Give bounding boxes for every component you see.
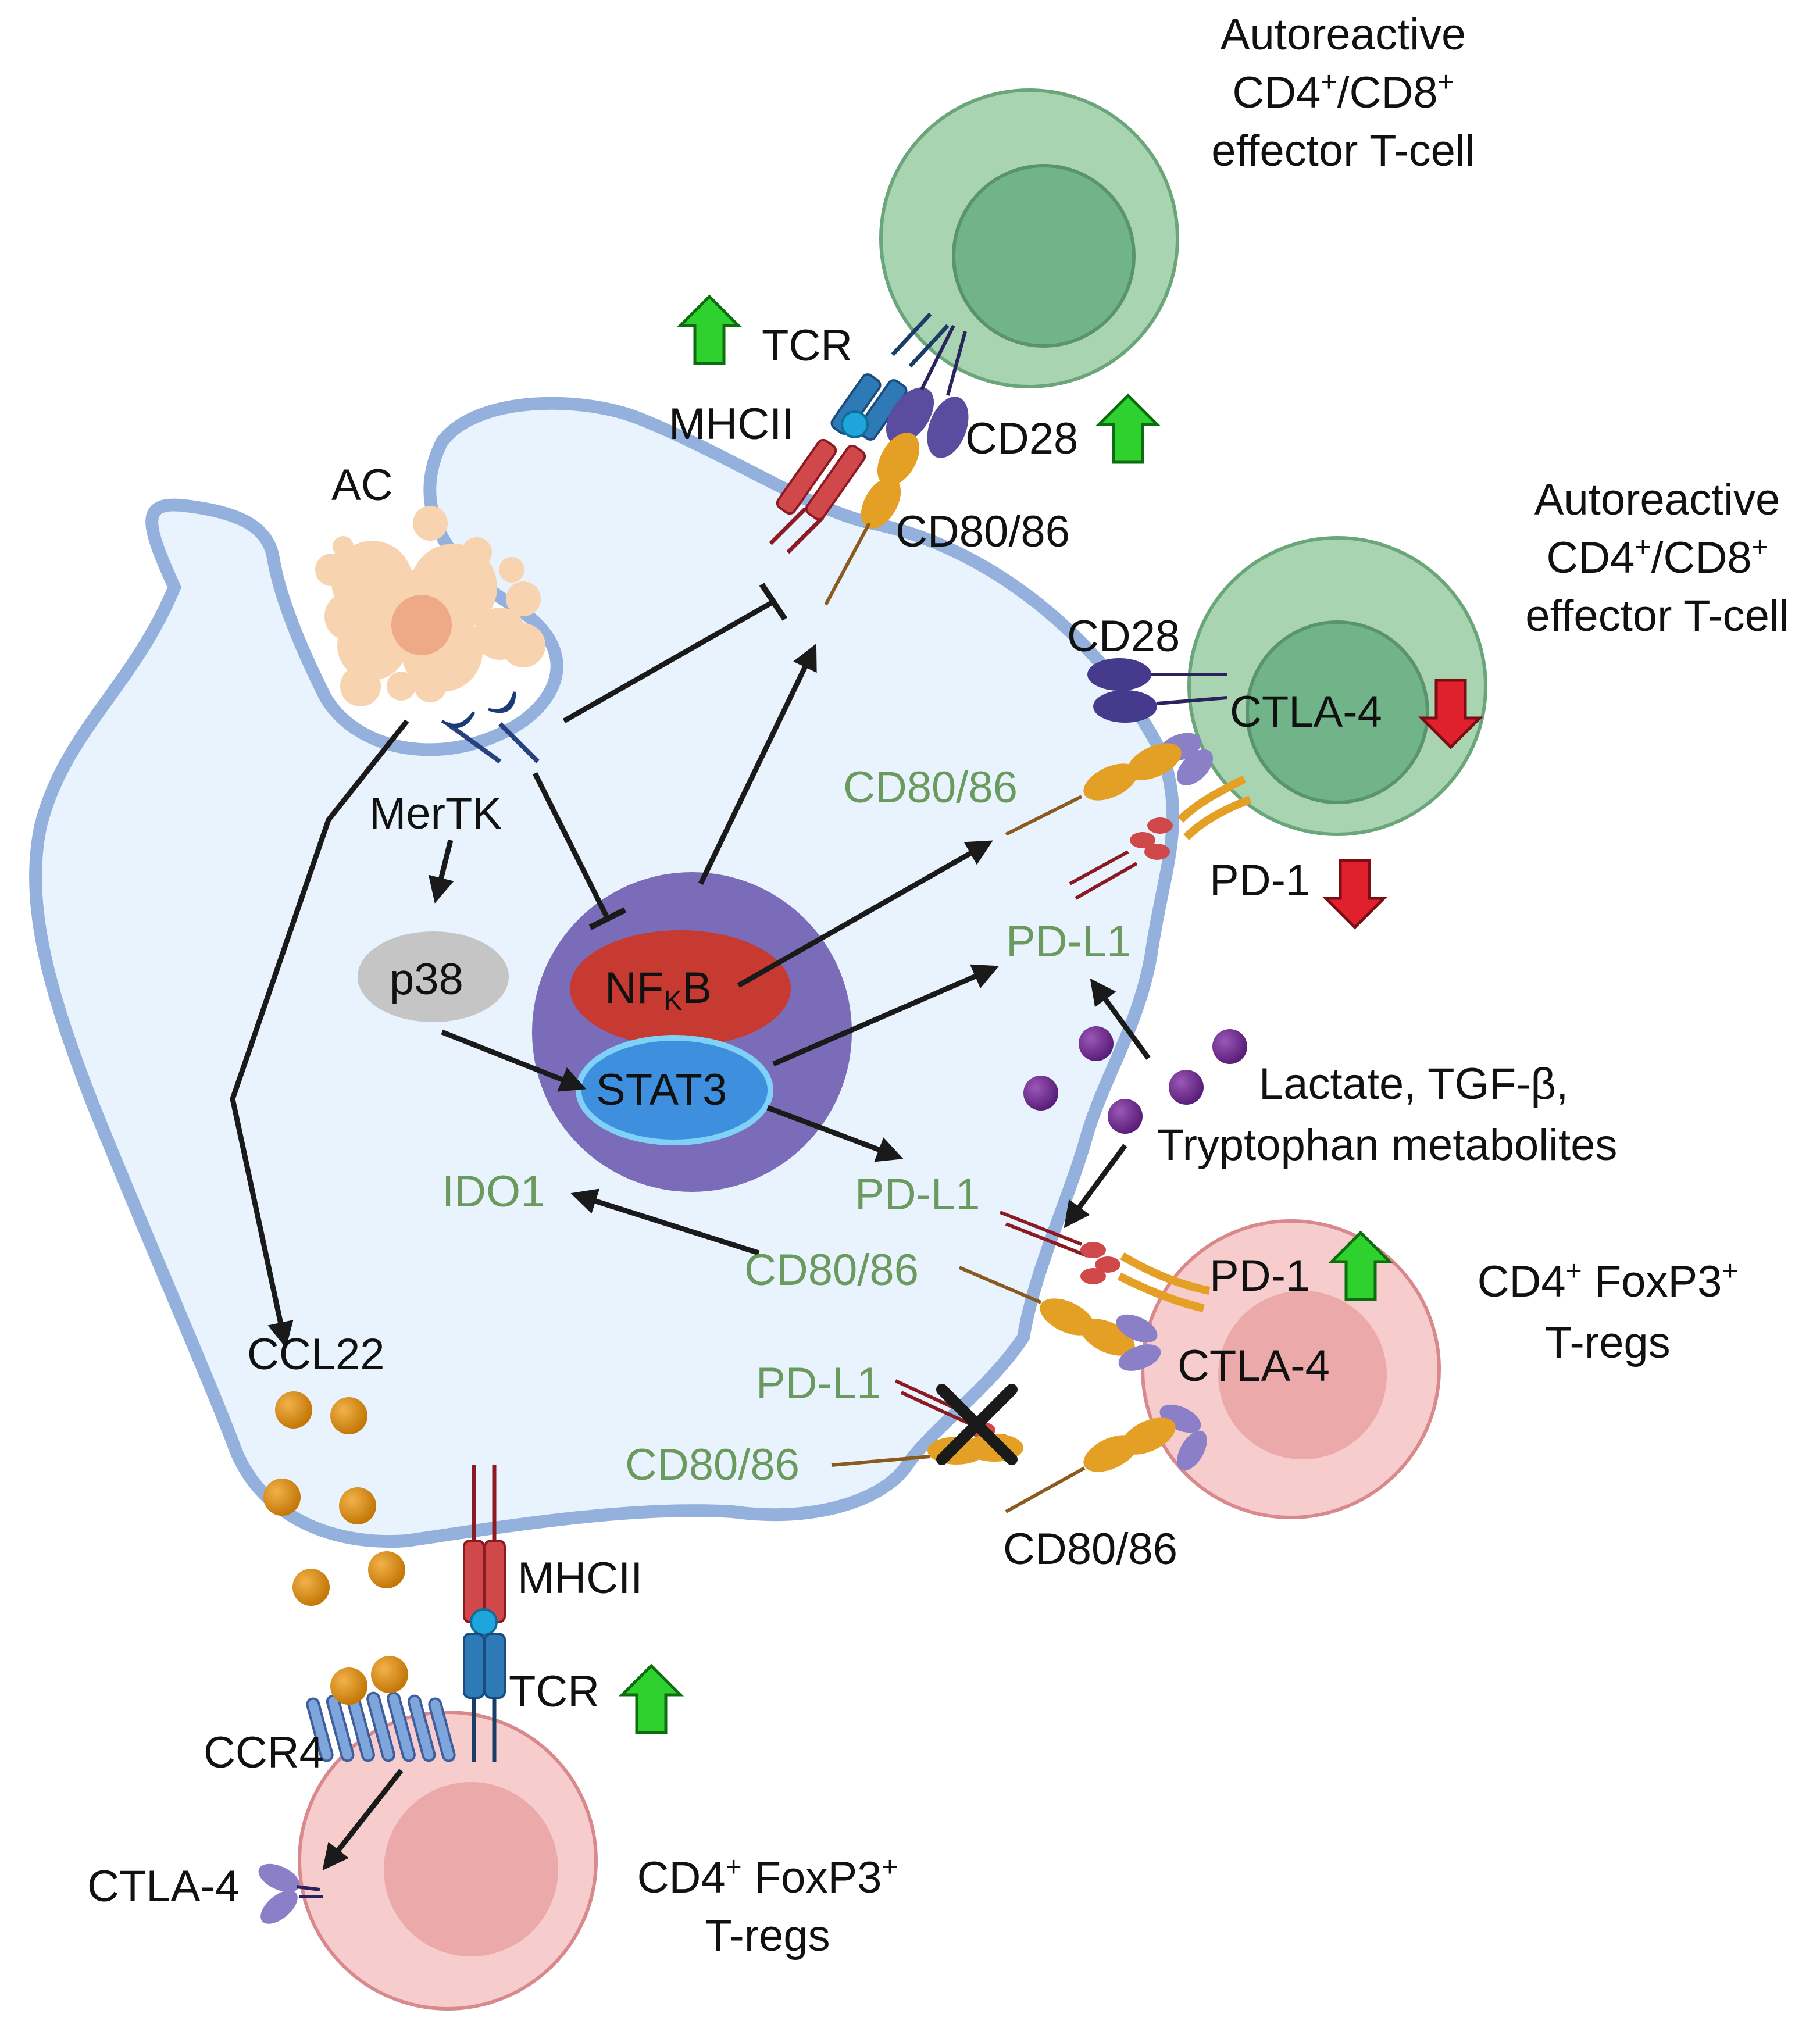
treg-bottom bbox=[298, 1711, 598, 2011]
mertk-label: MerTK bbox=[369, 789, 502, 838]
ccr4-receptor bbox=[306, 1691, 456, 1762]
tcr-bottom-label: TCR bbox=[509, 1667, 599, 1716]
arrow-nfkb-to-cd80-mid bbox=[737, 840, 993, 988]
svg-text:effector T-cell: effector T-cell bbox=[1211, 126, 1475, 176]
ctla4-bottom-receptor bbox=[258, 1863, 323, 1924]
effector-mid-label: Autoreactive CD4+/CD8+ effector T-cell bbox=[1525, 475, 1789, 641]
p38-node bbox=[358, 931, 509, 1022]
ac-label: AC bbox=[331, 460, 393, 510]
cd80-inner-label-2: CD80/86 bbox=[744, 1245, 919, 1295]
inhibit-mertk-nfkb bbox=[532, 772, 611, 920]
blocked-interaction bbox=[831, 1379, 1023, 1467]
mhcii-tcr-complex-bottom bbox=[463, 1465, 506, 1762]
up-arrow-icon bbox=[1327, 1230, 1394, 1301]
mhcii-top-label: MHCII bbox=[669, 399, 794, 449]
receptors-mid-effector bbox=[1005, 658, 1252, 900]
cd80-outer-label: CD80/86 bbox=[1003, 1524, 1177, 1574]
up-arrow-icon bbox=[676, 294, 743, 365]
effector-tcell-mid bbox=[1187, 536, 1487, 836]
nfkb-node bbox=[570, 930, 791, 1047]
block-x-icon bbox=[936, 1384, 1018, 1465]
mertk-receptor bbox=[441, 691, 540, 764]
mhcii-bottom-label: MHCII bbox=[518, 1554, 643, 1603]
svg-text:effector T-cell: effector T-cell bbox=[1525, 591, 1789, 641]
svg-text:CD4+ FoxP3+: CD4+ FoxP3+ bbox=[1478, 1256, 1739, 1306]
pd1-mid-label: PD-1 bbox=[1209, 856, 1310, 905]
tcr-top-label: TCR bbox=[762, 321, 852, 370]
inhibit-ac-mhcii bbox=[562, 599, 775, 723]
ccl22-chemokines bbox=[263, 1391, 408, 1705]
arrow-p38-to-stat3 bbox=[441, 1029, 587, 1092]
pd1-treg-label: PD-1 bbox=[1209, 1251, 1310, 1301]
mhcii-tcr-complex-top bbox=[769, 312, 969, 606]
nfkb-label: NFKB bbox=[605, 963, 712, 1016]
ccl22-label: CCL22 bbox=[247, 1330, 385, 1379]
effector-top-label: Autoreactive CD4+/CD8+ effector T-cell bbox=[1211, 10, 1475, 176]
ido1-label: IDO1 bbox=[442, 1167, 545, 1216]
arrow-ac-to-ccl22 bbox=[230, 719, 409, 1348]
cd28-mid-label: CD28 bbox=[1067, 612, 1180, 661]
svg-text:Autoreactive: Autoreactive bbox=[1221, 10, 1466, 59]
ctla4-bottom-label: CTLA-4 bbox=[87, 1862, 240, 1911]
svg-text:T-regs: T-regs bbox=[1545, 1318, 1670, 1367]
arrow-ccr4-to-ctla4 bbox=[322, 1769, 404, 1871]
apoptotic-cell bbox=[315, 506, 545, 706]
stat3-label: STAT3 bbox=[596, 1065, 727, 1115]
p38-label: p38 bbox=[390, 955, 463, 1004]
down-arrow-icon bbox=[1418, 679, 1484, 749]
pdl1-label-2: PD-L1 bbox=[855, 1170, 980, 1219]
svg-text:CD4+/CD8+: CD4+/CD8+ bbox=[1232, 67, 1454, 117]
svg-text:CD4+ FoxP3+: CD4+ FoxP3+ bbox=[637, 1852, 898, 1902]
up-arrow-icon bbox=[618, 1663, 684, 1734]
metabolites-label-2: Tryptophan metabolites bbox=[1157, 1120, 1617, 1170]
arrow-metab-to-pdl1 bbox=[1090, 978, 1151, 1060]
cd80-inner-label-3: CD80/86 bbox=[625, 1440, 800, 1490]
up-arrow-icon bbox=[1095, 393, 1161, 464]
arrow-mertk-to-p38 bbox=[428, 839, 454, 904]
nucleus bbox=[532, 872, 852, 1192]
arrow-stat3-to-pdl1-low bbox=[766, 1105, 904, 1162]
cd80-top-label: CD80/86 bbox=[895, 507, 1070, 556]
treg-bottom-label: CD4+ FoxP3+ T-regs bbox=[637, 1852, 898, 1961]
ccr4-label: CCR4 bbox=[204, 1728, 324, 1777]
pathway-arrows bbox=[230, 583, 1151, 1871]
ctla4-mid-label: CTLA-4 bbox=[1230, 687, 1382, 737]
arrow-nfkb-to-cd80 bbox=[698, 643, 817, 885]
arrow-cd80-to-ido1 bbox=[570, 1188, 760, 1256]
svg-text:T-regs: T-regs bbox=[705, 1911, 830, 1961]
pdl1-label-3: PD-L1 bbox=[756, 1359, 881, 1408]
metabolites-label-1: Lactate, TGF-β, bbox=[1259, 1059, 1568, 1109]
treg-right-label: CD4+ FoxP3+ T-regs bbox=[1478, 1256, 1739, 1367]
ctla4-treg-label: CTLA-4 bbox=[1177, 1341, 1330, 1391]
svg-text:Autoreactive: Autoreactive bbox=[1534, 475, 1780, 524]
metabolites bbox=[1023, 1026, 1247, 1134]
receptors-right-treg bbox=[958, 1211, 1211, 1513]
svg-text:CD4+/CD8+: CD4+/CD8+ bbox=[1546, 532, 1768, 583]
down-arrow-icon bbox=[1322, 859, 1388, 930]
pdl1-label-1: PD-L1 bbox=[1006, 917, 1131, 966]
arrow-stat3-to-pdl1 bbox=[772, 964, 1000, 1067]
effector-tcell-top bbox=[879, 88, 1179, 388]
arrow-metab-to-treg bbox=[1064, 1144, 1127, 1229]
cd28-top-label: CD28 bbox=[965, 414, 1078, 463]
cd80-inner-label-1: CD80/86 bbox=[843, 763, 1018, 812]
